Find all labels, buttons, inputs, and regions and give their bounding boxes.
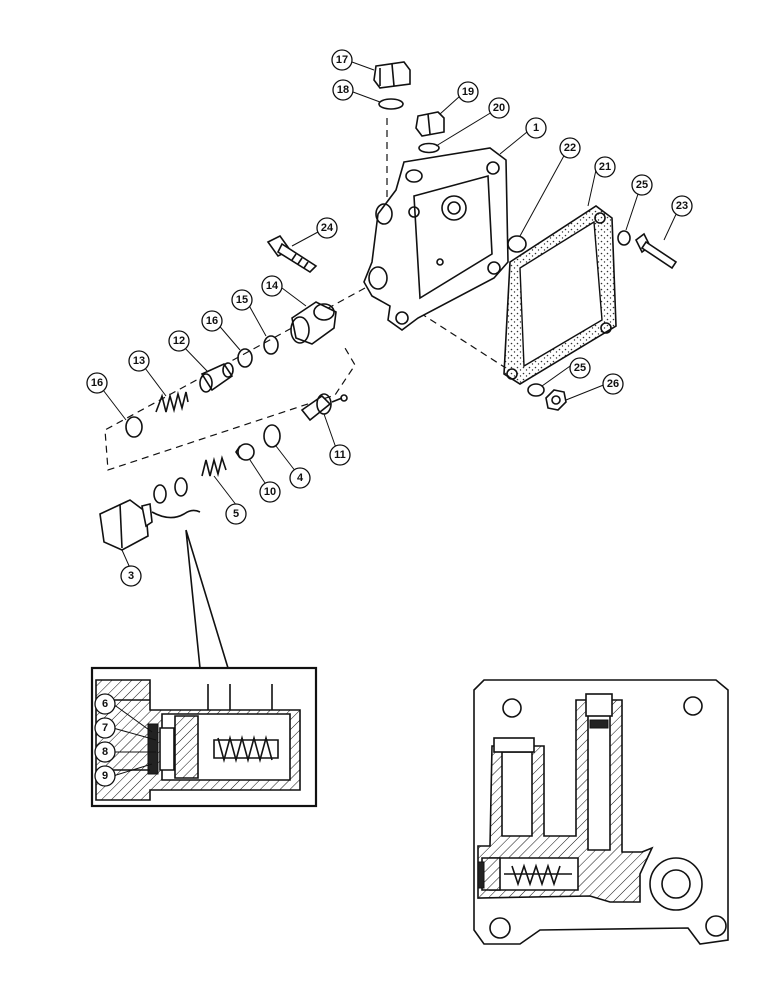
callout-6: 6 <box>94 693 116 715</box>
sectional-view <box>473 679 729 945</box>
callout-5: 5 <box>225 503 247 525</box>
part-shim-a <box>153 484 167 504</box>
callout-1: 1 <box>525 117 547 139</box>
callout-10: 10 <box>259 481 281 503</box>
callout-25-bottom: 25 <box>569 357 591 379</box>
callout-3: 3 <box>120 565 142 587</box>
svg-text:16: 16 <box>206 315 218 327</box>
callout-20: 20 <box>488 97 510 119</box>
svg-text:15: 15 <box>236 294 248 306</box>
part-sleeve-14 <box>290 301 337 345</box>
svg-text:11: 11 <box>334 449 346 461</box>
svg-text:5: 5 <box>233 508 239 520</box>
inset-leader-lines <box>185 529 229 669</box>
svg-text:20: 20 <box>493 102 505 114</box>
svg-text:9: 9 <box>102 770 108 782</box>
svg-text:17: 17 <box>336 54 348 66</box>
callout-14: 14 <box>261 275 283 297</box>
part-nut-26 <box>545 389 567 411</box>
svg-text:1: 1 <box>533 122 539 134</box>
part-oring-18 <box>378 98 404 110</box>
part-oring-20 <box>418 142 440 154</box>
callout-12: 12 <box>168 330 190 352</box>
svg-text:13: 13 <box>133 355 145 367</box>
callout-9: 9 <box>94 765 116 787</box>
callout-16-left: 16 <box>86 372 108 394</box>
callout-26: 26 <box>602 373 624 395</box>
callout-18: 18 <box>332 79 354 101</box>
svg-text:3: 3 <box>128 570 134 582</box>
svg-text:16: 16 <box>91 377 103 389</box>
callout-7: 7 <box>94 717 116 739</box>
svg-text:19: 19 <box>462 86 474 98</box>
svg-text:6: 6 <box>102 698 108 710</box>
svg-text:4: 4 <box>297 472 304 484</box>
callout-25-top: 25 <box>631 174 653 196</box>
svg-text:18: 18 <box>337 84 349 96</box>
svg-text:24: 24 <box>321 222 334 234</box>
svg-text:21: 21 <box>599 161 611 173</box>
part-seat-10 <box>235 443 255 461</box>
callout-11: 11 <box>329 444 351 466</box>
part-valve-11 <box>300 393 348 422</box>
svg-text:23: 23 <box>676 200 688 212</box>
part-gasket-21 <box>503 205 617 385</box>
callout-19: 19 <box>457 81 479 103</box>
callout-24: 24 <box>316 217 338 239</box>
callout-13: 13 <box>128 350 150 372</box>
assembly-dashed-lines <box>104 118 513 471</box>
callout-21: 21 <box>594 156 616 178</box>
callout-22: 22 <box>559 137 581 159</box>
part-valve-body-1 <box>363 147 509 331</box>
part-spring-13 <box>155 390 189 414</box>
part-oring-15 <box>263 335 279 355</box>
callout-8: 8 <box>94 741 116 763</box>
svg-text:8: 8 <box>102 746 108 758</box>
callout-16-right: 16 <box>201 310 223 332</box>
part-screw-23 <box>634 232 678 270</box>
part-plug-19 <box>415 111 445 137</box>
part-washer-25-top <box>617 230 631 246</box>
part-washer-22 <box>507 235 527 253</box>
callout-15: 15 <box>231 289 253 311</box>
part-washer-25-bottom <box>527 383 545 397</box>
part-plug-17 <box>373 61 411 89</box>
callout-23: 23 <box>671 195 693 217</box>
shim-brace <box>151 509 201 519</box>
part-piston-12 <box>199 362 234 393</box>
svg-text:10: 10 <box>264 486 276 498</box>
part-oring-16-left <box>125 416 143 438</box>
part-shim-b <box>174 477 188 497</box>
part-plug-3 <box>99 499 153 551</box>
part-oring-16-right <box>237 348 253 368</box>
svg-text:12: 12 <box>173 335 185 347</box>
svg-text:25: 25 <box>636 179 648 191</box>
svg-text:25: 25 <box>574 362 586 374</box>
svg-text:26: 26 <box>607 378 619 390</box>
svg-text:7: 7 <box>102 722 108 734</box>
svg-text:22: 22 <box>564 142 576 154</box>
callout-4: 4 <box>289 467 311 489</box>
part-bolt-24 <box>266 234 318 274</box>
part-oring-4 <box>263 424 281 448</box>
svg-text:14: 14 <box>266 280 279 292</box>
inset-cutaway-detail <box>90 666 318 808</box>
part-spring-5 <box>201 455 227 478</box>
callout-17: 17 <box>331 49 353 71</box>
